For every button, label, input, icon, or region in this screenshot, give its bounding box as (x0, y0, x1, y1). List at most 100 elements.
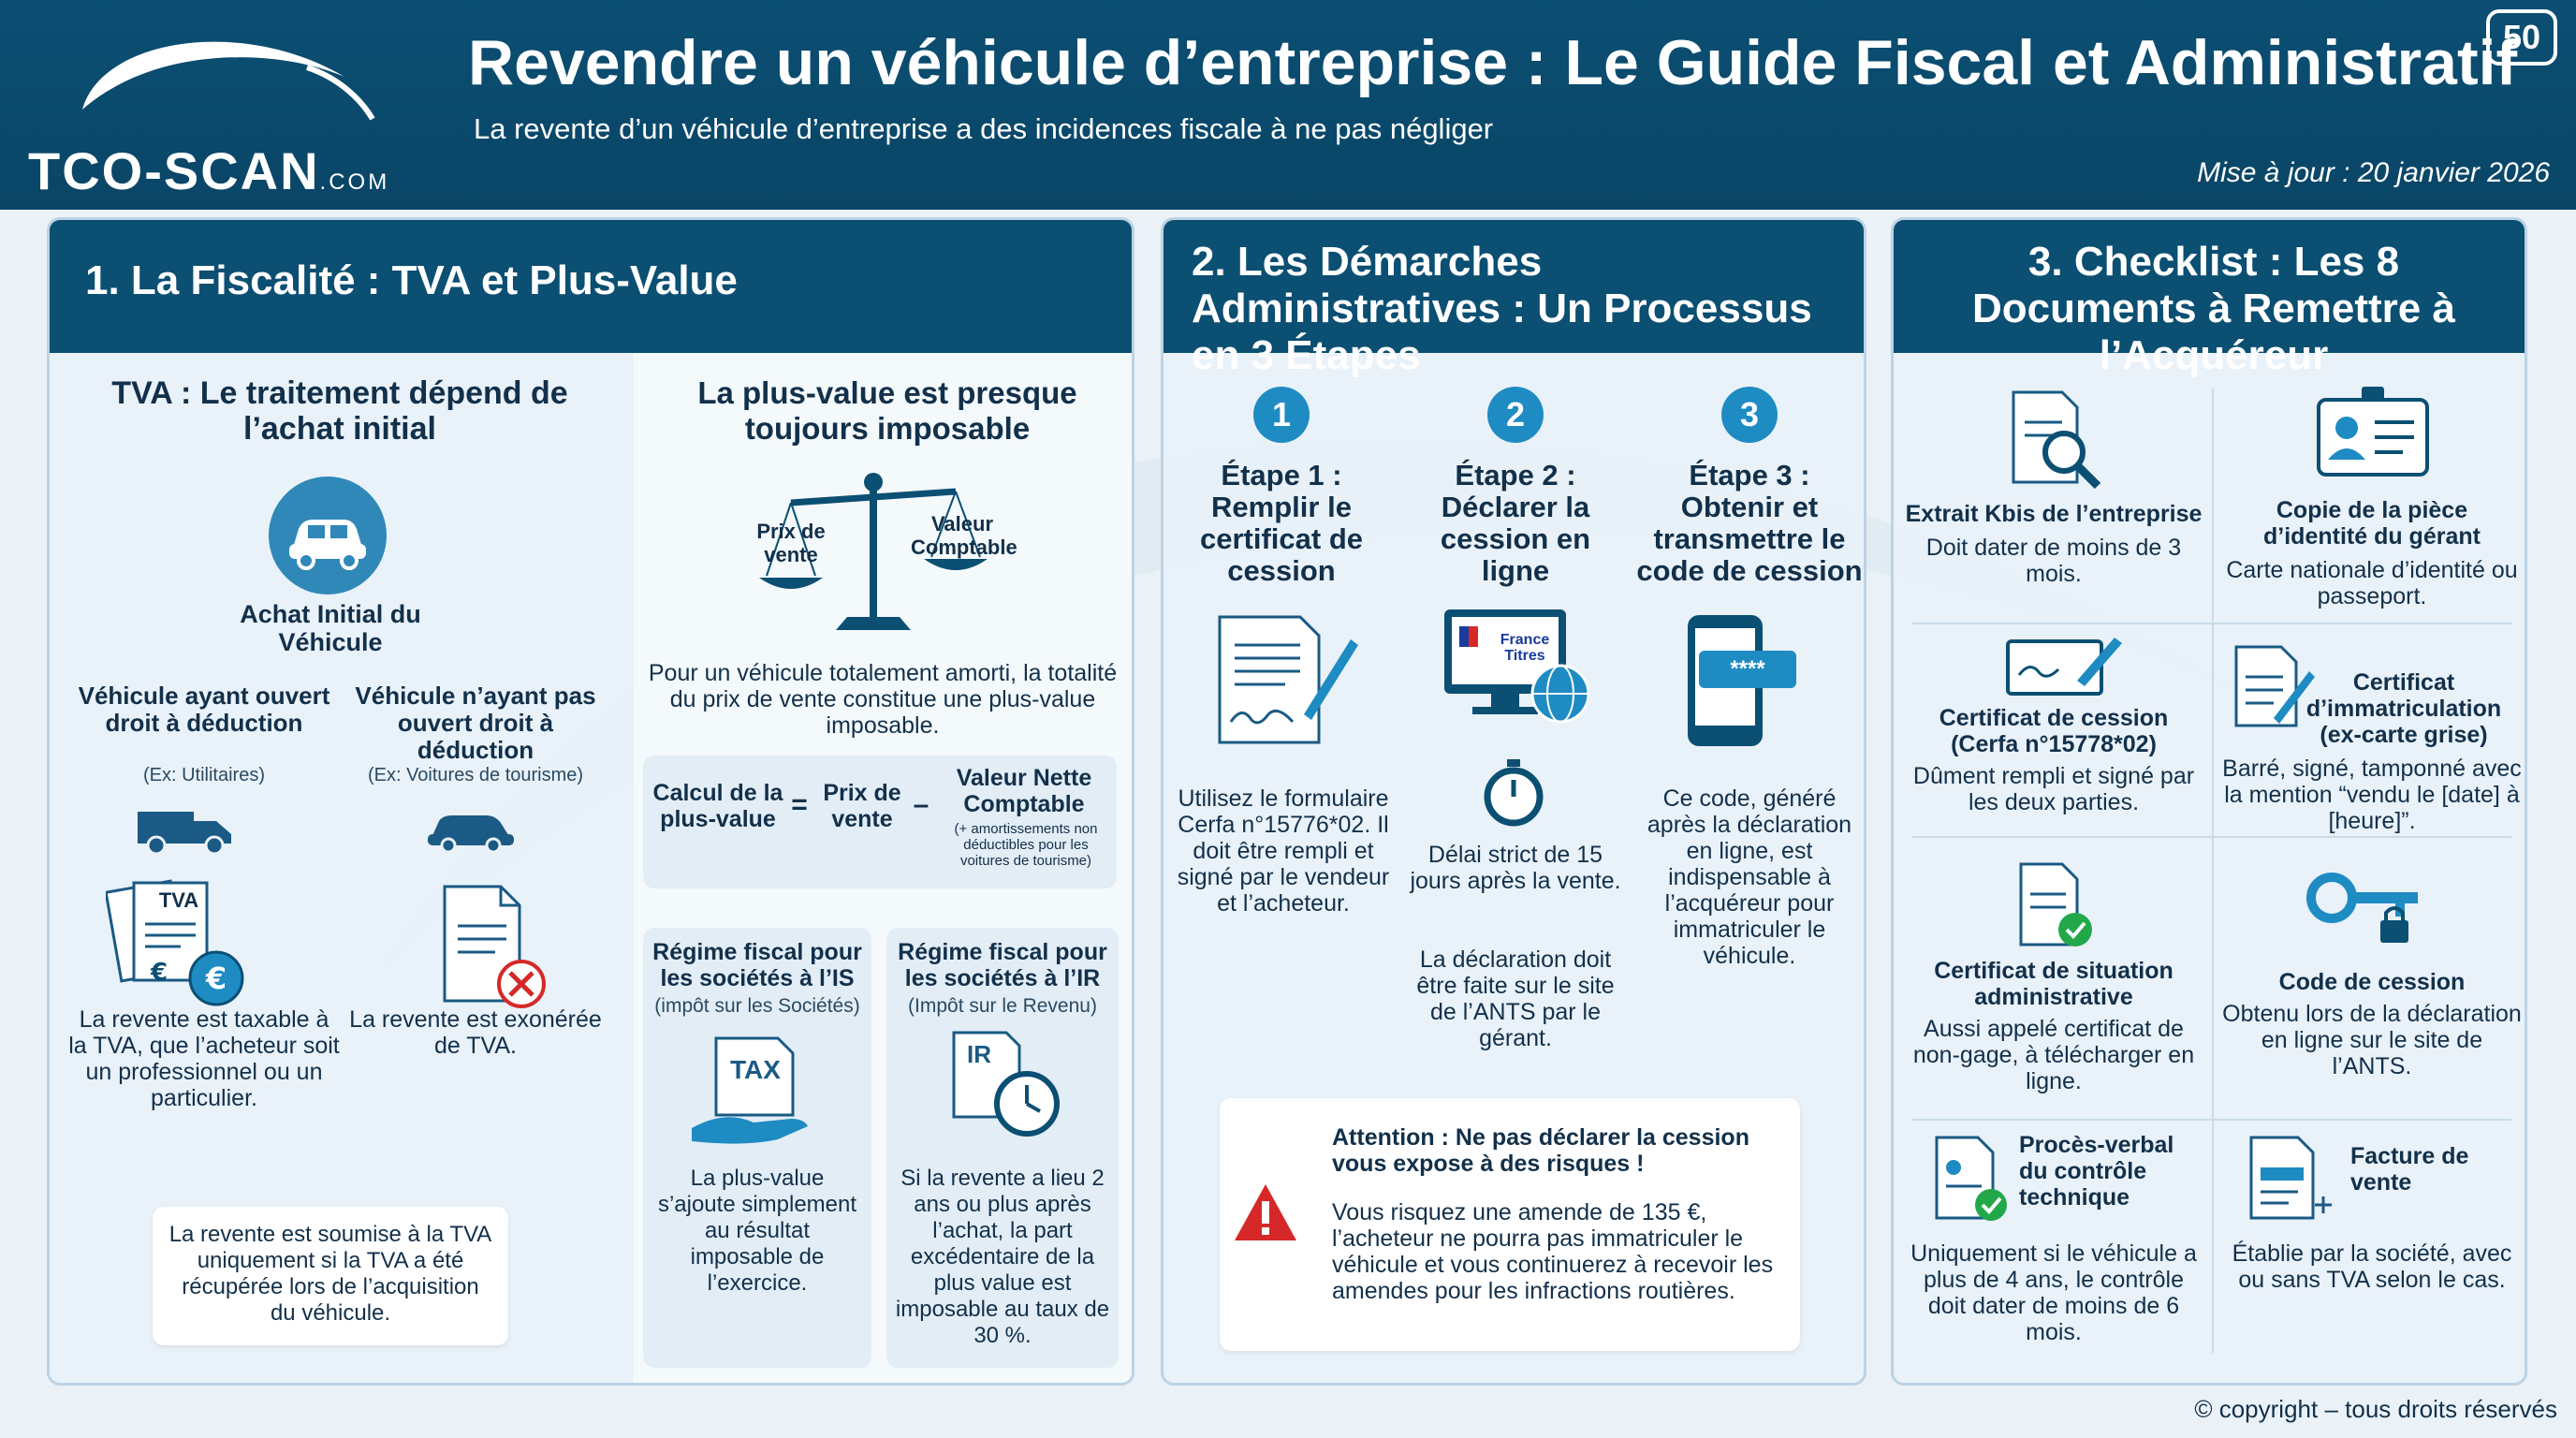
tva-title: TVA : Le traitement dépend de l’achat in… (111, 375, 568, 447)
car-small-icon (424, 806, 518, 853)
tva-left-result: La revente est taxable à la TVA, que l’a… (68, 1006, 340, 1111)
doc-1-title: Extrait Kbis de l’entreprise (1905, 501, 2203, 527)
formula-c: Valeur Nette Comptable (956, 765, 1092, 817)
checklist-heading: 3. Checklist : Les 8 Documents à Remettr… (1972, 239, 2455, 378)
page-title: Revendre un véhicule d’entreprise : Le G… (468, 27, 2518, 98)
is-icon-label: TAX (730, 1055, 781, 1084)
doc-3-title: Certificat de cession (Cerfa n°15778*02) (1939, 705, 2169, 757)
registration-doc-icon (2231, 643, 2315, 737)
step-2-text2: La déclaration doit être faite sur le si… (1416, 946, 1615, 1051)
inspection-doc-icon (1931, 1134, 2015, 1227)
row-divider-3 (1912, 1119, 2511, 1121)
van-icon (134, 800, 237, 857)
plusvalue-title: La plus-value est presque toujours impos… (697, 375, 1077, 446)
tva-note: La revente est soumise à la TVA uniqueme… (168, 1222, 492, 1326)
doc-6-title: Code de cession (2278, 969, 2466, 995)
demarches-panel: 2. Les Démarches Administratives : Un Pr… (1161, 217, 1866, 1386)
tva-document-icon: € € (106, 875, 256, 1016)
doc-8-title: Facture de vente (2350, 1143, 2469, 1196)
form-sign-icon (1210, 611, 1360, 752)
step-1-badge: 1 (1253, 387, 1310, 443)
invoice-icon (2246, 1134, 2339, 1227)
formula-box: Calcul de la plus-value = Prix de vente … (643, 756, 1117, 888)
formula-a: Calcul de la plus-value (652, 780, 783, 832)
france-titres-brand: France Titres (1500, 632, 1550, 664)
key-lock-icon (2305, 868, 2427, 952)
step-3-text: Ce code, généré après la déclaration en … (1647, 785, 1852, 969)
doc-4-title: Certificat d’immatriculation (ex-carte g… (2305, 669, 2502, 748)
doc-7-text: Uniquement si le véhicule a plus de 4 an… (1910, 1240, 2197, 1345)
scale-left-label: Prix de vente (756, 520, 826, 566)
fiscalite-panel: 1. La Fiscalité : TVA et Plus-Value TVA … (47, 217, 1134, 1386)
step-2-badge: 2 (1487, 387, 1544, 443)
header-banner: TCO-SCAN.COM Revendre un véhicule d’entr… (0, 0, 2576, 210)
warning-box: Attention : Ne pas déclarer la cession v… (1220, 1098, 1800, 1351)
formula-eq: = (791, 789, 808, 820)
ir-box: Régime fiscal pour les sociétés à l’IR (… (886, 928, 1119, 1368)
doc-5-text: Aussi appelé certificat de non-gage, à t… (1912, 1016, 2195, 1094)
ir-text: Si la revente a lieu 2 ans ou plus après… (895, 1166, 1110, 1348)
step-2-text: Délai strict de 15 jours après la vente. (1410, 842, 1621, 894)
fiscalite-heading: 1. La Fiscalité : TVA et Plus-Value (85, 257, 738, 303)
step-3-badge: 3 (1721, 387, 1778, 443)
plusvalue-desc: Pour un véhicule totalement amorti, la t… (648, 660, 1118, 739)
ir-clock-icon (944, 1027, 1066, 1139)
kbis-search-icon (2006, 389, 2109, 492)
warning-title: Attention : Ne pas déclarer la cession v… (1332, 1124, 1749, 1177)
computer-globe-icon (1435, 604, 1594, 726)
row-divider-1 (1912, 623, 2511, 624)
is-sub: (impôt sur les Sociétés) (654, 995, 860, 1017)
is-box: Régime fiscal pour les sociétés à l’IS (… (643, 928, 871, 1368)
formula-minus: – (913, 789, 929, 820)
tva-left-title: Véhicule ayant ouvert droit à déduction (78, 682, 330, 737)
doc-check-icon (2015, 860, 2100, 954)
page-number-badge: 50 (2486, 9, 2557, 66)
doc-1-text: Doit dater de moins de 3 mois. (1925, 535, 2182, 587)
stopwatch-icon (1479, 757, 1548, 829)
scale-icon (754, 463, 997, 641)
logo-swoosh-icon (82, 41, 375, 121)
no-tva-document-icon (435, 879, 557, 1020)
doc-8-text: Établie par la société, avec ou sans TVA… (2232, 1240, 2512, 1293)
tva-right-title: Véhicule n’ayant pas ouvert droit à dédu… (355, 682, 596, 764)
step-1-text: Utilisez le formulaire Cerfa n°15776*02.… (1177, 785, 1390, 917)
step-2-title: Étape 2 : Déclarer la cession en ligne (1440, 459, 1591, 587)
row-divider-2 (1912, 836, 2511, 838)
formula-b: Prix de vente (823, 780, 901, 832)
doc-7-title: Procès-verbal du contrôle technique (2019, 1132, 2174, 1211)
formula-note: (+ amortissements non déductibles pour l… (954, 821, 1098, 869)
update-date: Mise à jour : 20 janvier 2026 (2197, 157, 2550, 188)
ir-title: Régime fiscal pour les sociétés à l’IR (898, 939, 1107, 991)
demarches-heading: 2. Les Démarches Administratives : Un Pr… (1192, 239, 1812, 378)
id-card-icon (2313, 385, 2435, 478)
demarches-header: 2. Les Démarches Administratives : Un Pr… (1164, 220, 1864, 378)
checklist-header: 3. Checklist : Les 8 Documents à Remettr… (1894, 220, 2525, 378)
tva-note-box: La revente est soumise à la TVA uniqueme… (153, 1207, 508, 1345)
code-stars: **** (1730, 656, 1765, 682)
checklist-panel: 3. Checklist : Les 8 Documents à Remettr… (1891, 217, 2527, 1386)
is-title: Régime fiscal pour les sociétés à l’IS (652, 939, 862, 991)
tva-right-example: (Ex: Voitures de tourisme) (367, 765, 584, 785)
step-1-title: Étape 1 : Remplir le certificat de cessi… (1199, 459, 1363, 587)
doc-4-text: Barré, signé, tamponné avec la mention “… (2222, 756, 2522, 834)
ir-icon-label: IR (967, 1040, 991, 1068)
doc-2-text: Carte nationale d’identité ou passeport. (2226, 557, 2518, 609)
doc-5-title: Certificat de situation administrative (1934, 958, 2174, 1010)
tva-right-result: La revente est exonérée de TVA. (349, 1006, 602, 1059)
svg-text:€: € (150, 959, 168, 987)
achat-initial-label: Achat Initial du Véhicule (240, 600, 421, 656)
warning-icon (1233, 1182, 1298, 1242)
warning-text: Vous risquez une amende de 135 €, l’ache… (1332, 1199, 1774, 1304)
tax-hand-icon (688, 1029, 828, 1151)
fiscalite-header: 1. La Fiscalité : TVA et Plus-Value (50, 220, 1132, 353)
is-text: La plus-value s’ajoute simplement au rés… (657, 1166, 857, 1296)
page-subtitle: La revente d’un véhicule d’entreprise a … (474, 112, 1494, 145)
doc-3-text: Dûment rempli et signé par les deux part… (1912, 763, 2195, 815)
certificate-pen-icon (2002, 632, 2124, 697)
logo-text: TCO-SCAN.COM (28, 141, 390, 200)
checklist-divider (2212, 389, 2214, 1353)
doc-2-title: Copie de la pièce d’identité du gérant (2263, 497, 2481, 550)
step-3-title: Étape 3 : Obtenir et transmettre le code… (1636, 459, 1863, 587)
tva-left-example: (Ex: Utilitaires) (142, 765, 265, 785)
car-icon (267, 475, 388, 596)
